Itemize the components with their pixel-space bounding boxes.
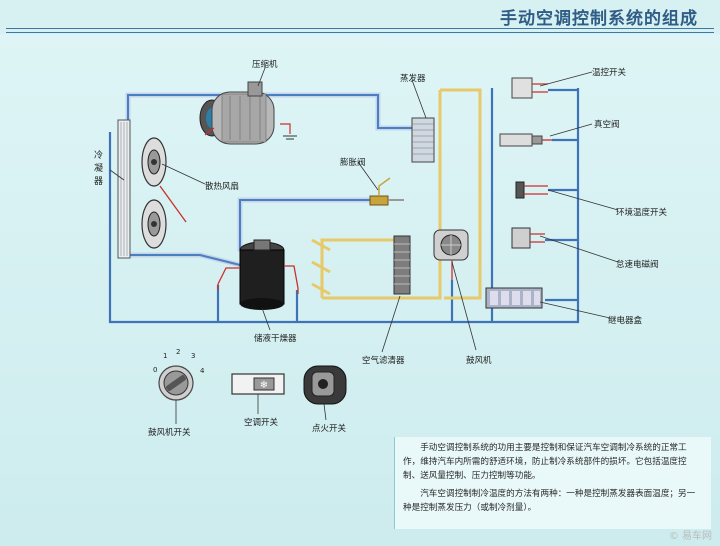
label-fan: 散热风扇 xyxy=(205,182,240,192)
knob-num-4: 4 xyxy=(200,367,205,375)
snowflake-icon: ❄ xyxy=(260,380,268,391)
label-ambient-temp-switch: 环境温度开关 xyxy=(616,208,668,218)
label-relay-box: 继电器盒 xyxy=(608,316,643,326)
relay-box xyxy=(485,287,543,309)
header-rule-bottom xyxy=(6,32,714,33)
label-ignition-switch: 点火开关 xyxy=(312,424,347,434)
label-idle-solenoid: 怠速电磁阀 xyxy=(616,260,659,270)
idle-solenoid xyxy=(511,227,545,249)
temp-switch xyxy=(511,77,548,99)
watermark: © 易车网 xyxy=(668,531,712,542)
label-receiver-drier: 储液干燥器 xyxy=(254,334,297,344)
blower xyxy=(433,229,469,261)
knob-num-1: 1 xyxy=(163,352,167,360)
label-vacuum-valve: 真空阀 xyxy=(594,120,620,130)
ignition-switch xyxy=(303,365,347,421)
description-box: 手动空调控制系统的功用主要是控制和保证汽车空调制冷系统的正常工作，维持汽车内所需… xyxy=(394,437,711,529)
label-blower-switch: 鼓风机开关 xyxy=(148,428,191,438)
air-filter xyxy=(393,235,411,295)
expansion-valve xyxy=(369,177,404,206)
fan-lower xyxy=(141,199,167,249)
condenser xyxy=(117,119,131,259)
evaporator xyxy=(411,117,435,163)
fan-upper xyxy=(141,137,167,187)
label-condenser: 冷凝器 xyxy=(94,151,104,187)
knob-num-2: 2 xyxy=(176,348,180,356)
page-title: 手动空调控制系统的组成 xyxy=(500,9,698,29)
electrical-wiring xyxy=(108,88,580,324)
vacuum-valve xyxy=(499,133,552,147)
compressor xyxy=(199,81,297,145)
receiver-drier xyxy=(217,239,299,310)
description-paragraph-1: 手动空调控制系统的功用主要是控制和保证汽车空调制冷系统的正常工作，维持汽车内所需… xyxy=(403,443,687,481)
knob-num-0: 0 xyxy=(153,366,157,374)
blower-switch-knob xyxy=(158,365,194,424)
label-blower: 鼓风机 xyxy=(466,356,492,366)
label-air-filter: 空气滤清器 xyxy=(362,356,405,366)
label-temp-switch: 温控开关 xyxy=(592,68,627,78)
ambient-temp-switch xyxy=(515,181,548,199)
leader-lines xyxy=(109,67,619,353)
label-expansion-valve: 膨胀阀 xyxy=(340,158,366,168)
knob-num-3: 3 xyxy=(191,352,195,360)
label-evaporator: 蒸发器 xyxy=(400,74,426,84)
header-rule-top xyxy=(6,28,714,29)
label-ac-switch: 空调开关 xyxy=(244,418,279,428)
description-paragraph-2: 汽车空调控制制冷温度的方法有两种：一种是控制蒸发器表面温度；另一种是控制蒸发压力… xyxy=(403,489,696,513)
ac-switch: ❄ xyxy=(231,373,285,414)
blower-switch-numbers: 0 1 2 3 4 xyxy=(153,348,205,375)
label-compressor: 压缩机 xyxy=(252,60,278,70)
